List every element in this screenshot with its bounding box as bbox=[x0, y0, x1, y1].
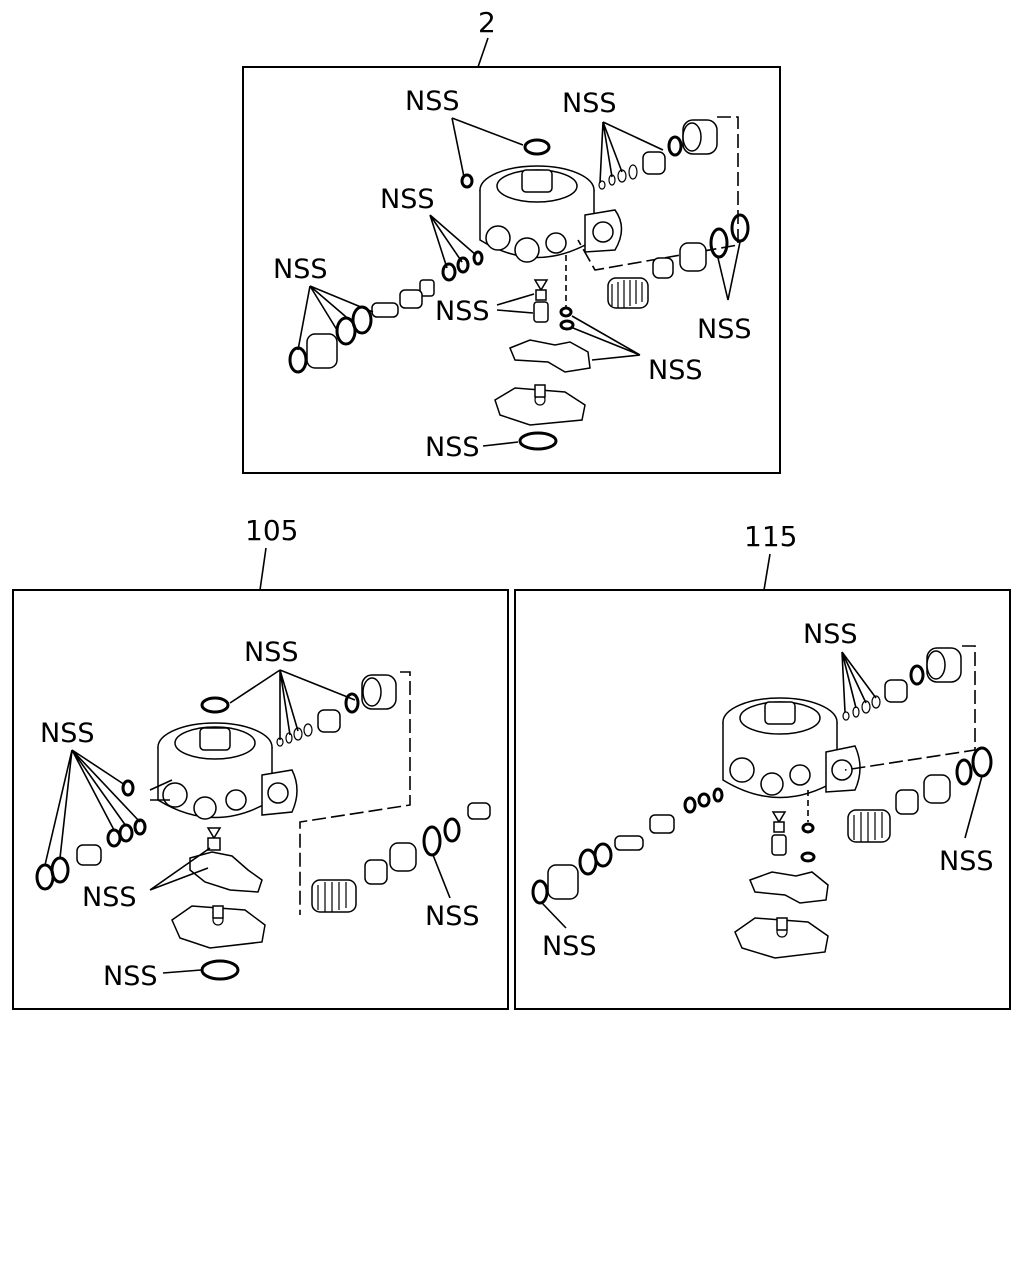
o-ring bbox=[200, 959, 240, 981]
panel-105-leader bbox=[259, 547, 267, 591]
leader-line bbox=[599, 121, 664, 184]
right-spring-stack bbox=[311, 802, 491, 913]
cover-plate bbox=[494, 384, 586, 426]
leader-line bbox=[496, 293, 535, 314]
leader-line bbox=[482, 441, 519, 447]
nss-label: NSS bbox=[425, 901, 479, 932]
right-spring-stack bbox=[847, 746, 993, 843]
leader-line bbox=[541, 902, 567, 929]
nss-label: NSS bbox=[648, 355, 702, 386]
leader-line bbox=[162, 969, 202, 974]
o-ring bbox=[460, 173, 474, 189]
o-ring bbox=[200, 696, 230, 714]
leader-line bbox=[149, 847, 211, 891]
leader-line bbox=[451, 117, 524, 178]
leader-line bbox=[841, 651, 877, 713]
nss-label: NSS bbox=[40, 718, 94, 749]
nss-label: NSS bbox=[542, 931, 596, 962]
panel-105: 105 bbox=[12, 514, 509, 1010]
valve-stack bbox=[598, 119, 718, 190]
leader-line bbox=[964, 775, 983, 839]
nss-label: NSS bbox=[273, 254, 327, 285]
right-spring-stack bbox=[607, 213, 750, 309]
panel-2-frame bbox=[242, 66, 781, 474]
nss-label: NSS bbox=[939, 846, 993, 877]
plunger bbox=[533, 279, 549, 323]
leader-line bbox=[44, 749, 141, 866]
pump-housing bbox=[479, 165, 623, 263]
assembly-line bbox=[299, 671, 411, 915]
pump-housing bbox=[722, 697, 861, 799]
o-ring bbox=[518, 431, 558, 451]
o-ring bbox=[559, 319, 575, 331]
plunger bbox=[771, 811, 787, 856]
panel-105-number: 105 bbox=[245, 514, 298, 547]
o-ring bbox=[523, 138, 551, 156]
nss-label: NSS bbox=[562, 88, 616, 119]
o-ring bbox=[559, 306, 573, 318]
nss-label: NSS bbox=[380, 184, 434, 215]
pump-housing bbox=[157, 722, 298, 820]
cover-plate bbox=[734, 917, 829, 959]
o-ring bbox=[801, 822, 815, 834]
panel-115-number: 115 bbox=[744, 520, 797, 553]
nss-label: NSS bbox=[82, 882, 136, 913]
gasket bbox=[189, 851, 263, 893]
nss-label: NSS bbox=[103, 961, 157, 992]
nss-label: NSS bbox=[425, 432, 479, 463]
panel-115-leader bbox=[763, 553, 771, 591]
panel-2: 2 bbox=[242, 6, 781, 474]
cover-plate bbox=[171, 905, 266, 949]
nss-label: NSS bbox=[697, 314, 751, 345]
panel-2-number: 2 bbox=[478, 6, 496, 39]
assembly-line bbox=[844, 645, 976, 771]
o-ring bbox=[121, 779, 135, 797]
plunger bbox=[206, 827, 222, 851]
nss-label: NSS bbox=[435, 296, 489, 327]
panel-105-frame bbox=[12, 589, 509, 1010]
leader-line bbox=[432, 854, 451, 899]
o-ring bbox=[800, 851, 816, 863]
gasket bbox=[749, 871, 829, 904]
panel-115-frame bbox=[514, 589, 1011, 1010]
valve-stack bbox=[276, 674, 397, 747]
panel-2-leader bbox=[477, 37, 489, 68]
assembly-line bbox=[577, 116, 739, 271]
leader-line bbox=[297, 285, 374, 351]
valve-stack bbox=[842, 647, 962, 721]
leader-line bbox=[571, 315, 641, 361]
leader-line bbox=[229, 669, 356, 740]
gasket bbox=[509, 339, 591, 373]
nss-label: NSS bbox=[803, 619, 857, 650]
left-valve-stack bbox=[531, 787, 724, 905]
nss-label: NSS bbox=[244, 637, 298, 668]
leader-line bbox=[429, 214, 477, 269]
leader-line bbox=[717, 241, 741, 301]
panel-115: 115 bbox=[514, 520, 1011, 1010]
nss-label: NSS bbox=[405, 86, 459, 117]
